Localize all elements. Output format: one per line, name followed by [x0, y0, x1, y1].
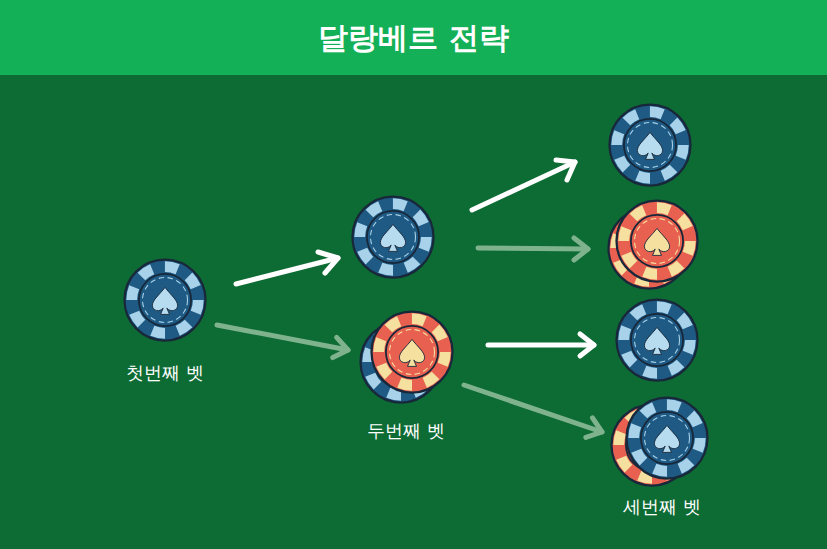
bet-chip: 두번째 벳	[354, 305, 458, 446]
arrow-head	[586, 418, 602, 437]
poker-chip	[617, 300, 698, 381]
arrow-shaft	[464, 385, 602, 432]
loss-arrow	[464, 385, 602, 437]
poker-chip	[125, 260, 206, 341]
title-band	[0, 0, 827, 75]
win-arrow	[236, 252, 338, 284]
poker-chip	[610, 105, 691, 186]
diagram-title: 달랑베르 전략	[0, 0, 827, 75]
poker-chip	[353, 197, 434, 278]
table-felt	[0, 75, 827, 549]
arrow-shaft	[217, 325, 348, 350]
poker-chip	[617, 201, 698, 282]
loss-arrow	[478, 238, 588, 260]
win-arrow	[488, 334, 594, 356]
loss-arrow	[217, 325, 348, 358]
bet-label: 첫번째 벳	[126, 362, 204, 384]
bet-label: 세번째 벳	[623, 496, 701, 518]
bet-chip: 첫번째 벳	[119, 255, 211, 388]
bet-label: 두번째 벳	[367, 420, 445, 442]
poker-chip	[627, 398, 708, 479]
bet-chip: 세번째 벳	[608, 392, 716, 522]
win-arrow	[472, 160, 575, 210]
poker-chip	[372, 312, 453, 393]
arrow-head	[333, 337, 348, 357]
